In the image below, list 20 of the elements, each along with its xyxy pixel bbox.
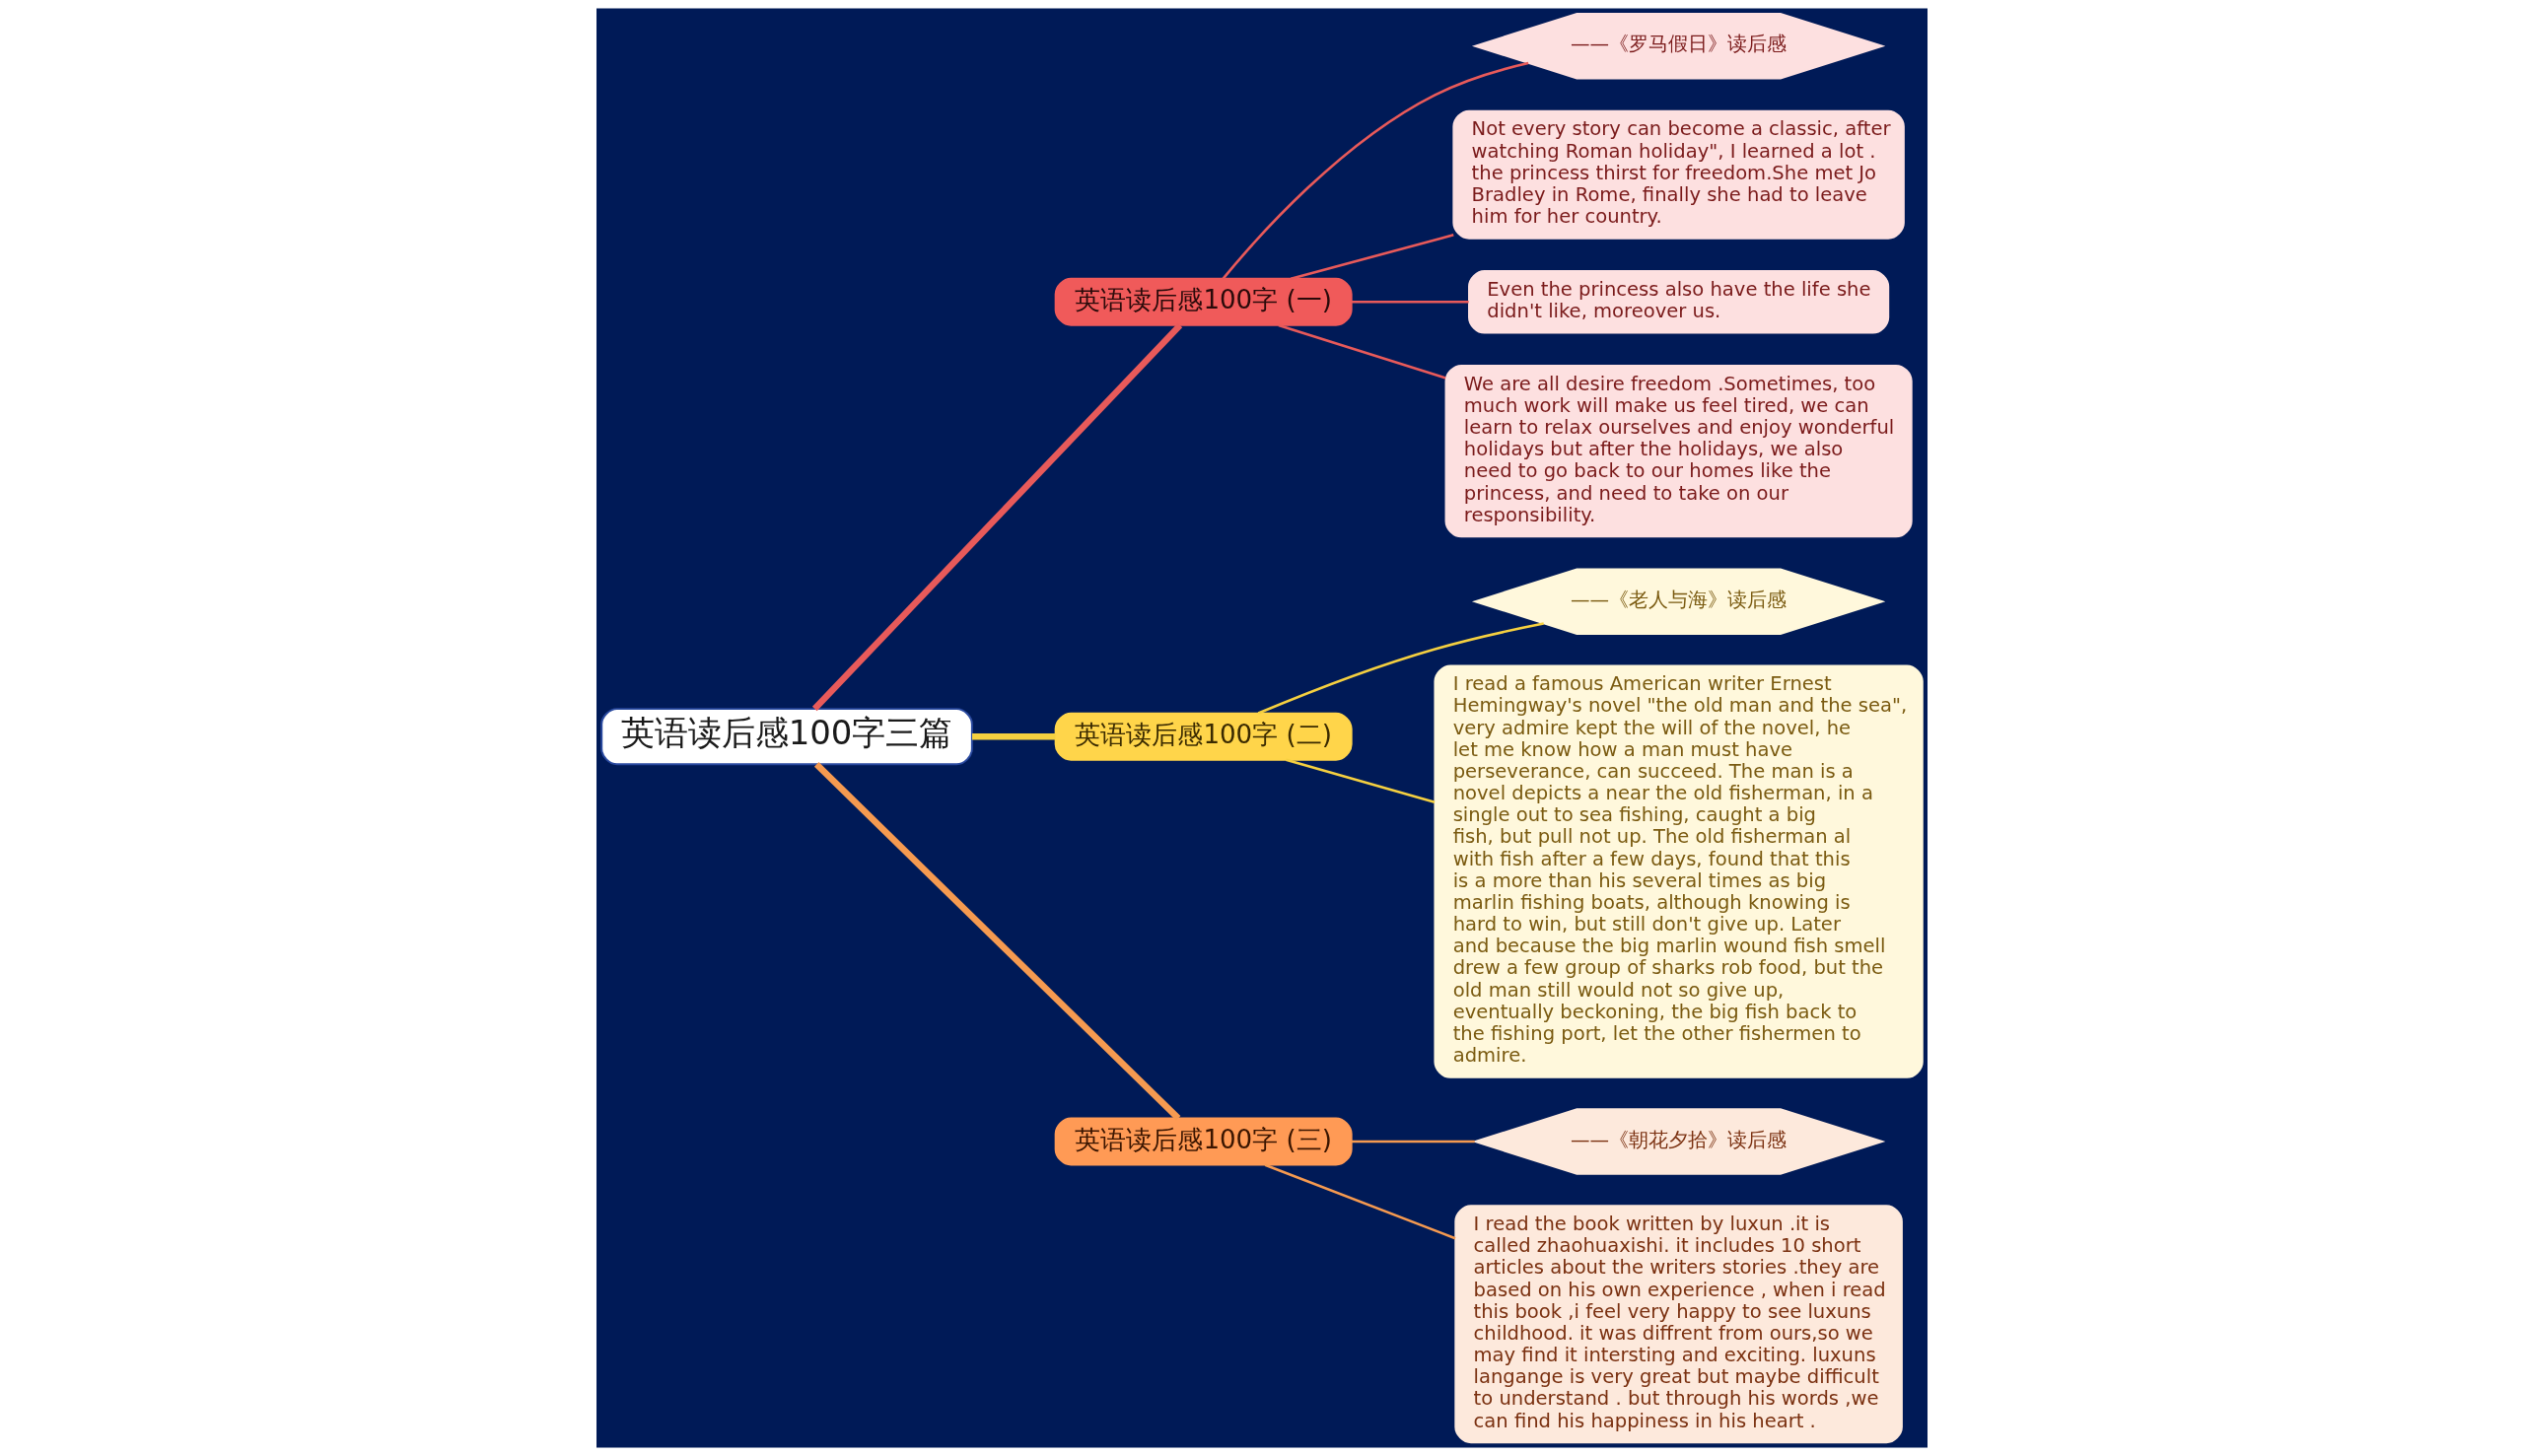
connector	[811, 322, 1183, 712]
connector	[1264, 1163, 1456, 1240]
connector	[1291, 234, 1454, 281]
connector	[1351, 1140, 1475, 1144]
node-box: Even the princess also have the life she didn't like, moreover us.	[1468, 270, 1890, 334]
node-box: I read a famous American writer Ernest Hemingway's novel "the old man and the sea", very admire kept the will of the novel, he let me know how a man must have perseverance, can succeed. The man is a novel depicts a near the old fisherman, in a single out to sea fishing, caught a big fish, but pull not up. The old fisherman al with fish after a few days, found that this is a more than his several times as big marlin fishing boats, although knowing is hard to win, but still don't give up. Later and because the big marlin wound fish smell drew a few group of sharks rob food, but the old man still would not so give up, eventually beckoning, the big fish back to the fishing port, let the other fishermen to admire.	[1434, 664, 1924, 1078]
node-box: 英语读后感100字 (三)	[1054, 1117, 1353, 1166]
connector	[1257, 622, 1544, 715]
node-box: We are all desire freedom .Sometimes, too much work will make us feel tired, we can learn to relax ourselves and enjoy wonderful holidays but after the holidays, we also need to go back to our homes like the princess, and need to take on our responsibility.	[1444, 364, 1913, 538]
connector	[1222, 61, 1529, 280]
node-box: 英语读后感100字 (一)	[1054, 277, 1353, 326]
node-box: 英语读后感100字 (二)	[1054, 712, 1353, 761]
node-box: Not every story can become a classic, after watching Roman holiday", I learned a lot . the princess thirst for freedom.She met Jo Bradley in Rome, finally she had to leave him for her country.	[1452, 109, 1905, 240]
connector	[1286, 758, 1436, 804]
connector	[1278, 323, 1446, 380]
connector	[813, 762, 1181, 1121]
connector	[1351, 301, 1469, 304]
connector	[972, 732, 1056, 740]
node-box: 英语读后感100字三篇	[600, 708, 973, 766]
node-box: I read the book written by luxun .it is called zhaohuaxishi. it includes 10 short articles about the writers stories .they are based on his own experience , when i read this book ,i feel very happy to see luxuns childhood. it was diffrent from ours,so we may find it intersting and exciting. luxuns langange is very great but maybe difficult to understand . but through his words ,we can find his happiness in his heart .	[1454, 1205, 1903, 1444]
